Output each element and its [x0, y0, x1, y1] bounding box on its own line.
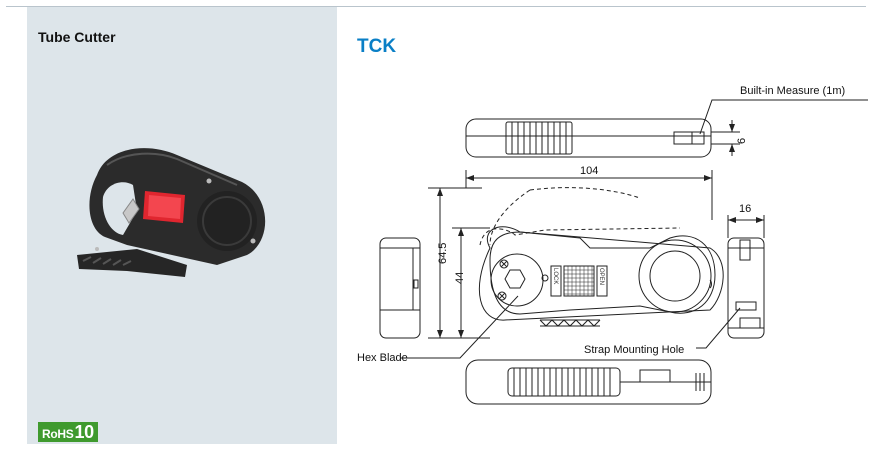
lock-label: LOCK	[552, 268, 558, 284]
measure-offset-dim: 6	[736, 138, 748, 144]
product-title: Tube Cutter	[38, 29, 116, 45]
rohs-number: 10	[74, 422, 94, 442]
round-cap	[197, 191, 257, 251]
lower-jaw	[77, 249, 187, 277]
model-code: TCK	[357, 36, 397, 57]
strap-hole-label: Strap Mounting Hole	[584, 344, 684, 356]
product-panel: Tube Cutter RoHS10	[27, 7, 337, 444]
thickness-dim: 16	[739, 203, 751, 215]
rohs-prefix: RoHS	[42, 427, 74, 441]
open-label: OPEN	[598, 268, 604, 285]
top-view	[465, 118, 712, 158]
right-side-view	[727, 237, 765, 339]
front-view	[478, 226, 724, 321]
technical-drawing: Built-in Measure (1m) 6 104 64.5 44 16 H…	[357, 85, 868, 405]
height-inner-dim: 44	[454, 272, 466, 284]
left-side-view	[379, 237, 421, 339]
hex-blade-label: Hex Blade	[357, 352, 408, 364]
rohs-badge: RoHS10	[38, 422, 98, 442]
length-dim: 104	[580, 165, 598, 177]
tube-cutter-photo	[77, 148, 266, 277]
height-outer-dim: 64.5	[437, 243, 449, 264]
top-rule	[6, 6, 866, 7]
builtin-measure-label: Built-in Measure (1m)	[740, 85, 845, 97]
